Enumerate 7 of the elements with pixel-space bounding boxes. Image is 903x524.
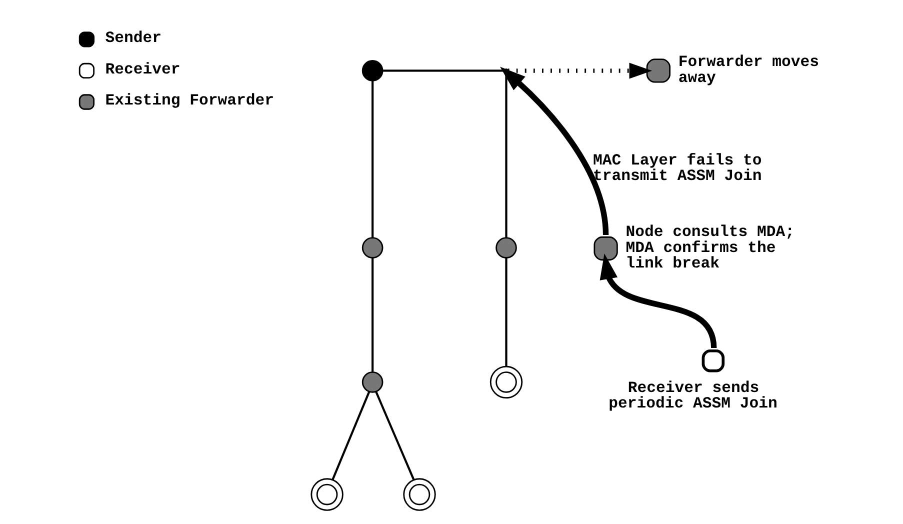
node-label: Receiver sends periodic ASSM Join [608,378,778,412]
legend-label: Sender [105,28,162,47]
legend-label: Existing Forwarder [105,92,274,110]
edge-label: MAC Layer fails to transmit ASSM Join [593,151,762,185]
node-label: Forwarder moves away [678,53,819,87]
node-label: Node consults MDA; MDA confirms the link break [626,223,794,272]
legend-label: Receiver [105,60,180,78]
